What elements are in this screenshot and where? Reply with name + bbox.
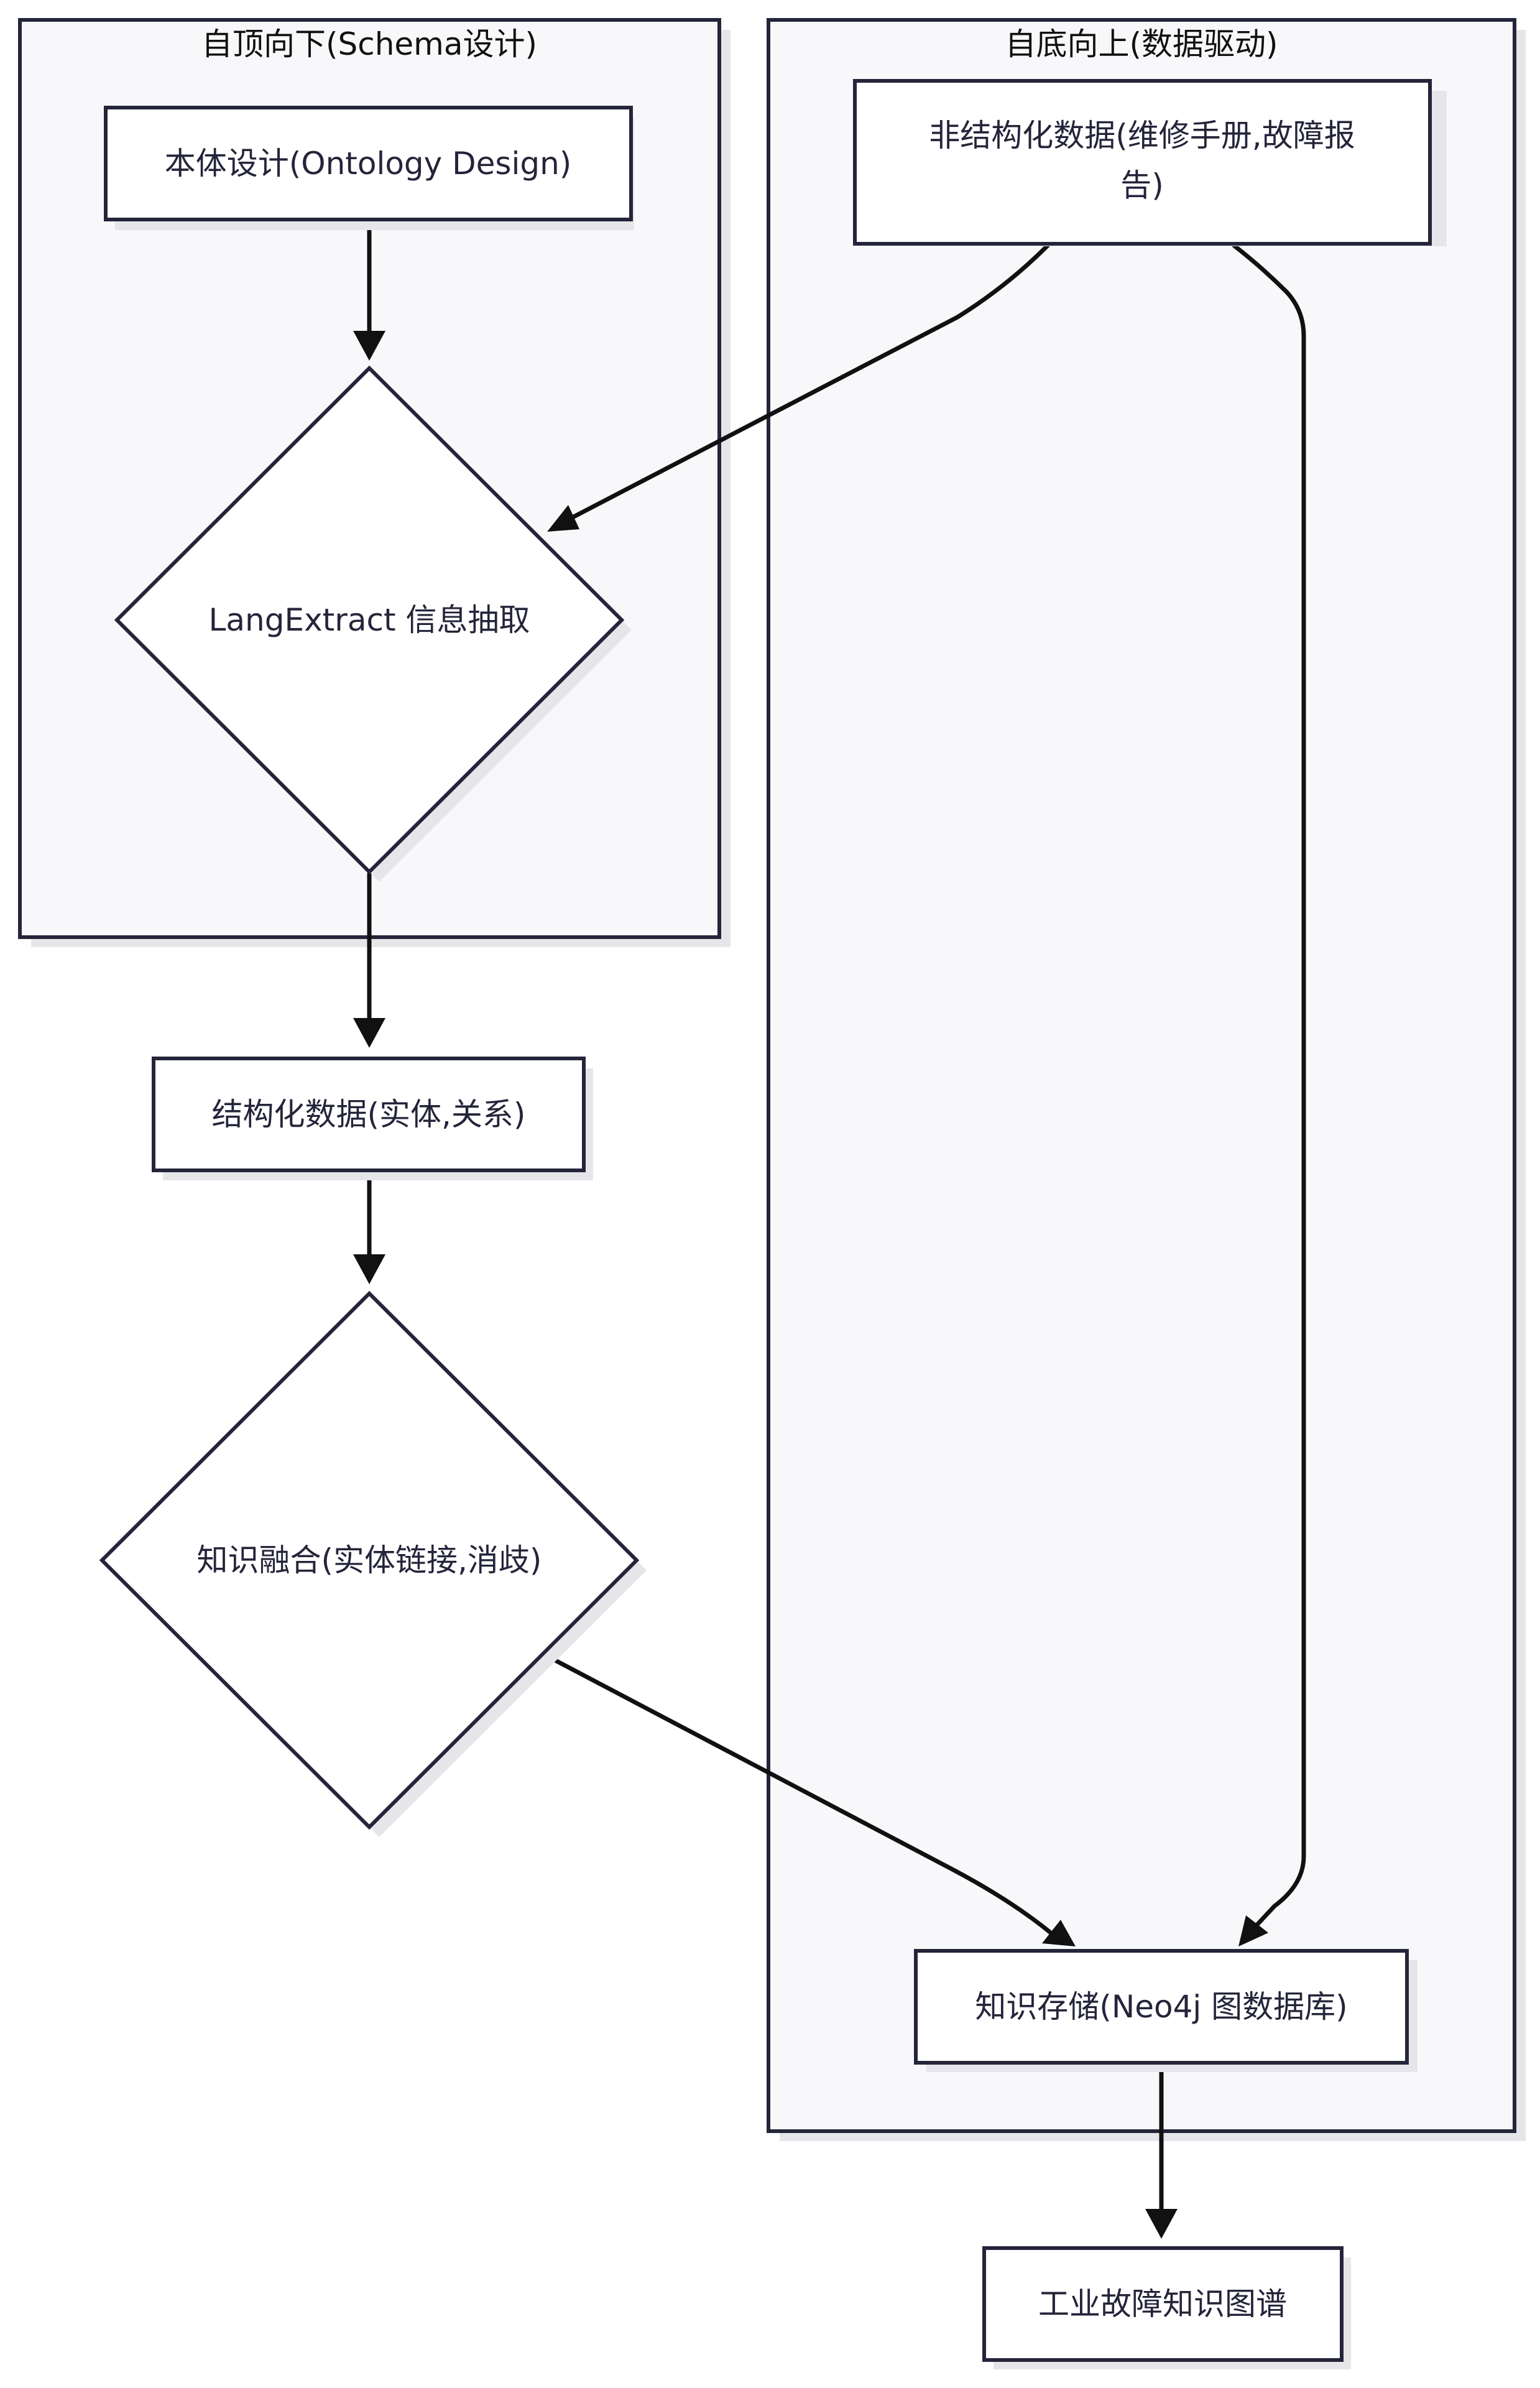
cluster-bottom-up: 自底向上(数据驱动) [767, 18, 1526, 2141]
node-langextract-label: LangExtract 信息抽取 [209, 602, 530, 638]
node-unstructured-data: 非结构化数据(维修手册,故障报 告) [853, 79, 1447, 246]
edges [353, 218, 1306, 2239]
node-unstructured-data-label-line1: 非结构化数据(维修手册,故障报 [929, 118, 1355, 154]
node-knowledge-storage-label: 知识存储(Neo4j 图数据库) [975, 1989, 1347, 2025]
node-ontology-design: 本体设计(Ontology Design) [104, 106, 634, 230]
node-structured-data: 结构化数据(实体,关系) [152, 1057, 593, 1180]
arrowhead-unstructured-to-langextract [547, 505, 579, 532]
arrowhead-ontology-to-langextract [353, 331, 385, 361]
node-industrial-kg: 工业故障知识图谱 [982, 2246, 1351, 2369]
cluster-bottom-up-label: 自底向上(数据驱动) [1005, 26, 1278, 62]
node-ontology-design-label: 本体设计(Ontology Design) [165, 146, 572, 182]
arrowhead-langextract-to-structured [353, 1018, 385, 1048]
node-langextract: LangExtract 信息抽取 [114, 365, 632, 882]
node-industrial-kg-label: 工业故障知识图谱 [1038, 2286, 1287, 2322]
edge-unstructured-to-storage [1232, 243, 1306, 1927]
edge-unstructured-to-langextract [566, 243, 1050, 522]
arrowhead-structured-to-fusion [353, 1254, 385, 1284]
node-knowledge-storage: 知识存储(Neo4j 图数据库) [914, 1949, 1418, 2072]
node-unstructured-data-label-line2: 告) [1120, 167, 1164, 203]
cluster-top-down-label: 自顶向下(Schema设计) [201, 26, 537, 62]
arrowhead-storage-to-kg [1145, 2209, 1178, 2239]
arrowhead-unstructured-to-storage [1238, 1915, 1268, 1946]
arrowhead-fusion-to-storage [1042, 1920, 1076, 1946]
node-structured-data-label: 结构化数据(实体,关系) [212, 1096, 526, 1132]
edge-fusion-to-storage [545, 1654, 1053, 1935]
node-knowledge-fusion-label: 知识融合(实体链接,消歧) [197, 1542, 542, 1578]
node-knowledge-fusion: 知识融合(实体链接,消歧) [99, 1290, 647, 1837]
